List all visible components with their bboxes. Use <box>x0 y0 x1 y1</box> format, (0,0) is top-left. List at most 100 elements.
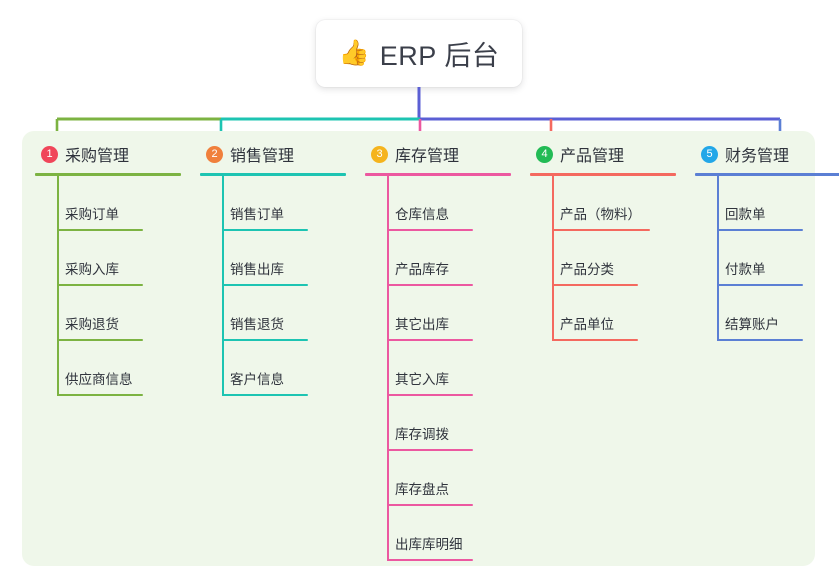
branch-item-list: 销售订单销售出库销售退货客户信息 <box>200 176 360 396</box>
branch-item-rule <box>387 229 473 231</box>
branch-item-label: 库存盘点 <box>395 482 449 497</box>
branch-item[interactable]: 产品库存 <box>365 231 525 286</box>
branch-item[interactable]: 库存盘点 <box>365 451 525 506</box>
branch-title: 财务管理 <box>725 148 790 165</box>
branch-item-label: 库存调拨 <box>395 427 449 442</box>
branch-item-label: 销售退货 <box>230 317 284 332</box>
branch-spine <box>552 176 554 341</box>
root-node-content: 👍 ERP 后台 <box>339 34 500 73</box>
branch-item[interactable]: 出库库明细 <box>365 506 525 561</box>
branch-item-rule <box>387 339 473 341</box>
branch-item-rule <box>222 284 308 286</box>
branch-item-label: 供应商信息 <box>65 372 133 387</box>
branch-header-rule <box>35 173 181 176</box>
branch-number-badge: 5 <box>701 145 718 163</box>
branch-spine <box>387 176 389 561</box>
branch-item-rule <box>222 229 308 231</box>
branch-item[interactable]: 采购退货 <box>35 286 195 341</box>
root-node-title: ERP 后台 <box>379 41 500 71</box>
branch-item-label: 其它入库 <box>395 372 449 387</box>
branch-item-label: 结算账户 <box>725 317 779 332</box>
branches-panel <box>22 131 815 566</box>
branch-item[interactable]: 供应商信息 <box>35 341 195 396</box>
branch-title: 库存管理 <box>395 148 460 165</box>
branch-item[interactable]: 产品（物料） <box>530 176 690 231</box>
branch-item[interactable]: 客户信息 <box>200 341 360 396</box>
branch-item-label: 采购入库 <box>65 262 119 277</box>
branch-item-rule <box>57 339 143 341</box>
branch-number-badge: 4 <box>536 145 553 163</box>
branch-item-rule <box>717 339 803 341</box>
branch-item[interactable]: 产品分类 <box>530 231 690 286</box>
branch-item[interactable]: 回款单 <box>695 176 839 231</box>
branch-title: 采购管理 <box>65 148 130 165</box>
branch-item-list: 采购订单采购入库采购退货供应商信息 <box>35 176 195 396</box>
thumbs-up-icon: 👍 <box>338 39 370 67</box>
branch-header-rule <box>530 173 676 176</box>
branch-item-rule <box>222 339 308 341</box>
branch-item[interactable]: 其它出库 <box>365 286 525 341</box>
branch-column-1: 1 采购管理采购订单采购入库采购退货供应商信息 <box>35 141 195 396</box>
branch-number-badge: 3 <box>371 145 388 163</box>
branch-item-rule <box>552 284 638 286</box>
branch-item[interactable]: 采购入库 <box>35 231 195 286</box>
branch-header-1[interactable]: 1 采购管理 <box>35 141 195 167</box>
branch-item-label: 采购订单 <box>65 207 119 222</box>
branch-item-rule <box>57 229 143 231</box>
branch-header-rule <box>200 173 346 176</box>
branch-item-label: 出库库明细 <box>395 537 463 552</box>
branch-item-label: 仓库信息 <box>395 207 449 222</box>
branch-item-label: 产品分类 <box>560 262 614 277</box>
branch-item-rule <box>717 284 803 286</box>
branch-item-list: 回款单付款单结算账户 <box>695 176 839 341</box>
branch-item-label: 客户信息 <box>230 372 284 387</box>
branch-item[interactable]: 采购订单 <box>35 176 195 231</box>
branch-item-label: 产品单位 <box>560 317 614 332</box>
branch-header-rule <box>365 173 511 176</box>
branch-item[interactable]: 库存调拨 <box>365 396 525 451</box>
branch-item-rule <box>552 229 650 231</box>
branch-item-list: 产品（物料） 产品分类产品单位 <box>530 176 690 341</box>
branch-item[interactable]: 仓库信息 <box>365 176 525 231</box>
branch-number-badge: 1 <box>41 145 58 163</box>
branch-title: 产品管理 <box>560 148 625 165</box>
branch-item[interactable]: 销售退货 <box>200 286 360 341</box>
branch-spine <box>57 176 59 396</box>
branch-item[interactable]: 付款单 <box>695 231 839 286</box>
branch-item-label: 产品库存 <box>395 262 449 277</box>
branch-spine <box>717 176 719 341</box>
branch-item-label: 销售出库 <box>230 262 284 277</box>
branch-item-rule <box>57 394 143 396</box>
branch-header-3[interactable]: 3 库存管理 <box>365 141 525 167</box>
branch-item-rule <box>387 284 473 286</box>
branch-item[interactable]: 其它入库 <box>365 341 525 396</box>
branch-header-4[interactable]: 4 产品管理 <box>530 141 690 167</box>
branch-item-rule <box>387 504 473 506</box>
branch-header-rule <box>695 173 839 176</box>
branch-item[interactable]: 销售订单 <box>200 176 360 231</box>
branch-item-rule <box>57 284 143 286</box>
branch-column-4: 4 产品管理产品（物料） 产品分类产品单位 <box>530 141 690 341</box>
branch-item[interactable]: 销售出库 <box>200 231 360 286</box>
branch-item-rule <box>552 339 638 341</box>
branch-item-label: 其它出库 <box>395 317 449 332</box>
branch-item-label: 付款单 <box>725 262 766 277</box>
branch-item-label: 产品（物料） <box>560 207 641 222</box>
branch-item-label: 采购退货 <box>65 317 119 332</box>
branch-header-5[interactable]: 5 财务管理 <box>695 141 839 167</box>
branch-item-list: 仓库信息产品库存其它出库其它入库库存调拨库存盘点出库库明细 <box>365 176 525 561</box>
branch-item-rule <box>222 394 308 396</box>
branch-spine <box>222 176 224 396</box>
branch-item-rule <box>387 449 473 451</box>
branch-item[interactable]: 产品单位 <box>530 286 690 341</box>
branch-item-label: 回款单 <box>725 207 766 222</box>
root-node-card[interactable]: 👍 ERP 后台 <box>316 20 522 87</box>
branch-item[interactable]: 结算账户 <box>695 286 839 341</box>
branch-number-badge: 2 <box>206 145 223 163</box>
branch-column-3: 3 库存管理仓库信息产品库存其它出库其它入库库存调拨库存盘点出库库明细 <box>365 141 525 561</box>
branch-item-rule <box>387 559 473 561</box>
branch-item-rule <box>717 229 803 231</box>
